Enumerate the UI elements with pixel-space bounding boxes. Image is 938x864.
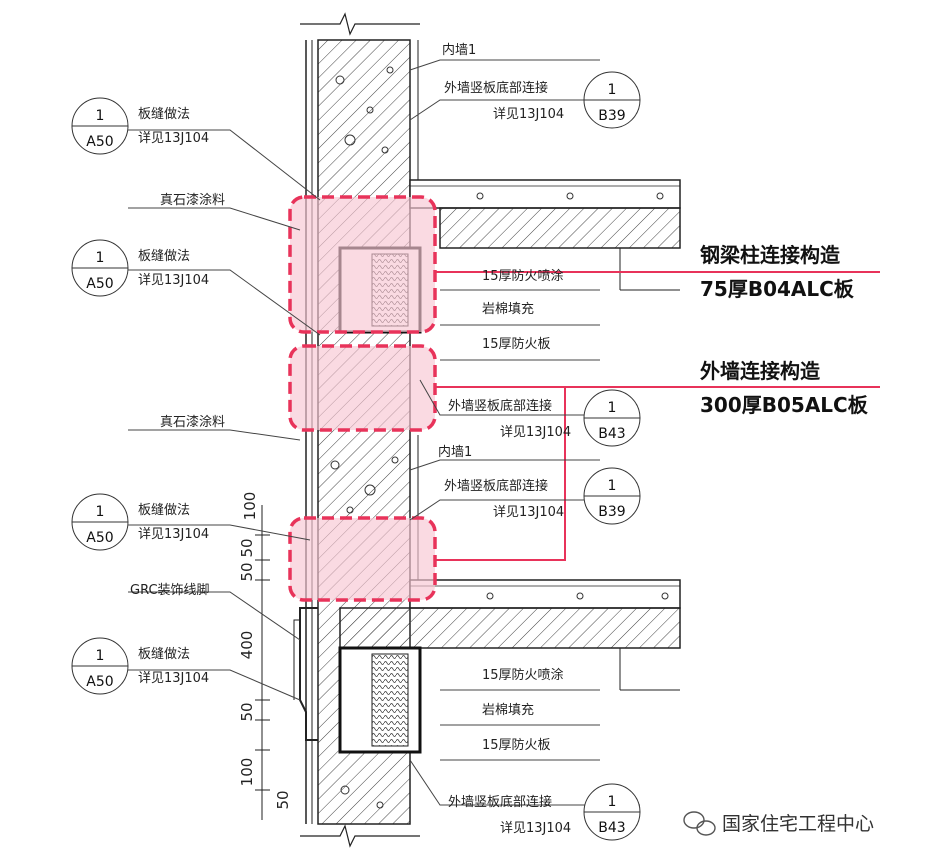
label-inner-wall-top: 内墙1 [442, 42, 476, 58]
ref-title: 外墙竖板底部连接 [444, 80, 548, 96]
label-stone-paint-top: 真石漆涂料 [160, 192, 225, 208]
ref-bottom: A50 [86, 674, 113, 690]
floor-slab-upper [409, 179, 681, 291]
ref-sub: 详见13J104 [138, 131, 209, 146]
ref-top: 1 [608, 82, 617, 98]
watermark-text: 国家住宅工程中心 [722, 813, 874, 835]
ref-bottom: B39 [598, 108, 625, 124]
ref-sub: 详见13J104 [493, 505, 564, 520]
highlight-steel-connection [288, 195, 437, 334]
ref-circle-b43-1: 1 B43 外墙竖板底部连接 详见13J104 [448, 389, 641, 447]
label-rockwool-lower: 岩棉填充 [482, 702, 534, 718]
ref-bottom: B43 [598, 820, 625, 836]
callout-wall-sub: 300厚B05ALC板 [700, 393, 869, 417]
dim-50-c: 50 [238, 702, 256, 721]
ref-circle-b39-1: 1 B39 外墙竖板底部连接 详见13J104 [444, 71, 641, 129]
ref-top: 1 [608, 794, 617, 810]
ref-bottom: B43 [598, 426, 625, 442]
floor-slab-lower [339, 579, 681, 691]
label-fire-board-upper: 15厚防火板 [482, 336, 551, 352]
ref-sub: 详见13J104 [138, 671, 209, 686]
label-fire-board-lower: 15厚防火板 [482, 737, 551, 753]
label-grc-skirting: GRC装饰线脚 [130, 582, 210, 598]
ref-top: 1 [608, 478, 617, 494]
label-inner-wall-mid: 内墙1 [438, 444, 472, 460]
ref-top: 1 [96, 250, 105, 266]
dimension-lines [255, 505, 270, 820]
ref-sub: 详见13J104 [500, 821, 571, 836]
ref-title: 板缝做法 [138, 249, 190, 264]
steel-beam-lower [338, 646, 422, 754]
ref-bottom: A50 [86, 276, 113, 292]
leader-lines [128, 59, 640, 806]
ref-title: 外墙竖板底部连接 [444, 478, 548, 494]
ref-sub: 详见13J104 [138, 527, 209, 542]
callout-wall-title: 外墙连接构造 [700, 359, 821, 383]
dim-100-top: 100 [241, 492, 259, 521]
ref-circle-a50-3: 1 A50 板缝做法 详见13J104 [71, 493, 209, 551]
grc-skirting-profile [293, 607, 318, 741]
ref-title: 外墙竖板底部连接 [448, 794, 552, 810]
dim-50-d: 50 [274, 790, 292, 809]
label-fire-spray-upper: 15厚防火喷涂 [482, 268, 564, 284]
ref-title: 板缝做法 [138, 107, 190, 122]
callout-lines [435, 271, 880, 561]
ref-sub: 详见13J104 [493, 107, 564, 122]
ref-top: 1 [608, 400, 617, 416]
label-rockwool-upper: 岩棉填充 [482, 301, 534, 317]
dim-100-bottom: 100 [238, 758, 256, 787]
ref-bottom: A50 [86, 134, 113, 150]
ref-bottom: A50 [86, 530, 113, 546]
highlight-wall-connection [288, 344, 437, 432]
ref-sub: 详见13J104 [138, 273, 209, 288]
label-fire-spray-lower: 15厚防火喷涂 [482, 667, 564, 683]
ref-top: 1 [96, 504, 105, 520]
ref-circle-a50-1: 1 A50 板缝做法 详见13J104 [71, 97, 209, 155]
dim-400: 400 [238, 631, 256, 660]
callout-steel-title: 钢梁柱连接构造 [700, 243, 841, 267]
ref-circle-a50-4: 1 A50 板缝做法 详见13J104 [71, 637, 209, 695]
ref-circle-b39-2: 1 B39 外墙竖板底部连接 详见13J104 [444, 467, 641, 525]
ref-circle-a50-2: 1 A50 板缝做法 详见13J104 [71, 239, 209, 297]
ref-title: 外墙竖板底部连接 [448, 398, 552, 414]
ref-circle-b43-2: 1 B43 外墙竖板底部连接 详见13J104 [448, 783, 641, 841]
dim-50-b: 50 [238, 562, 256, 581]
ref-top: 1 [96, 648, 105, 664]
watermark: 国家住宅工程中心 [683, 811, 874, 836]
dim-50-a: 50 [238, 538, 256, 557]
ref-bottom: B39 [598, 504, 625, 520]
ref-sub: 详见13J104 [500, 425, 571, 440]
callout-steel-sub: 75厚B04ALC板 [700, 277, 855, 301]
ref-top: 1 [96, 108, 105, 124]
ref-title: 板缝做法 [138, 647, 190, 662]
highlight-bottom-connection [288, 516, 437, 602]
label-stone-paint-mid: 真石漆涂料 [160, 414, 225, 430]
wechat-icon [683, 811, 716, 836]
ref-title: 板缝做法 [138, 503, 190, 518]
